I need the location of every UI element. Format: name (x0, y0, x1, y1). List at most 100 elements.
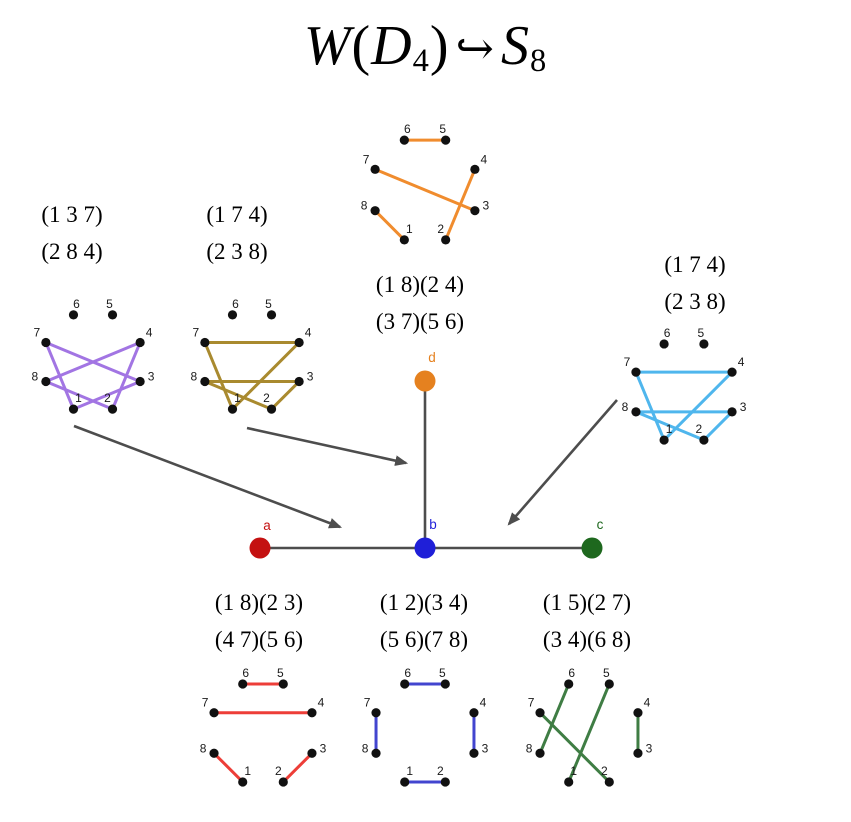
vertex-dot (307, 708, 317, 718)
vertex-label: 7 (202, 696, 209, 710)
vertex-dot (68, 310, 79, 320)
title-part: W (303, 15, 352, 77)
vertex-label: 3 (740, 400, 747, 414)
vertex-label: 7 (363, 152, 370, 166)
vertex-dot (470, 206, 480, 216)
title-part: S (500, 15, 530, 77)
vertex-label: 7 (528, 696, 535, 710)
vertex-dot (68, 404, 79, 414)
vertex-dot (604, 777, 614, 787)
vertex-label: 1 (75, 391, 82, 405)
vertex-dot (200, 337, 210, 348)
vertex-label: 8 (361, 199, 368, 213)
vertex-label: 1 (244, 764, 251, 778)
vertex-dot (440, 679, 450, 689)
permutation-caption: (1 8)(2 3) (215, 590, 303, 615)
graph-edge (71, 380, 142, 411)
vertex-label: 4 (146, 325, 153, 339)
graph-edge (203, 380, 274, 411)
dynkin-node-a (249, 537, 271, 559)
title-part: ) (429, 15, 450, 77)
vertex-dot (200, 376, 210, 387)
vertex-dot (227, 310, 238, 320)
mapping-arrow (507, 399, 618, 526)
figure-title: W(D4)↪S8 (0, 14, 851, 80)
permutation-caption: (3 7)(5 6) (376, 309, 464, 334)
vertex-label: 3 (482, 741, 489, 755)
vertex-dot (238, 679, 248, 689)
permutation-caption: (1 2)(3 4) (380, 590, 468, 615)
vertex-label: 8 (32, 370, 39, 384)
vertex-dot (107, 310, 118, 320)
vertex-dot (135, 337, 145, 348)
vertex-dot (278, 679, 288, 689)
vertex-label: 4 (480, 696, 487, 710)
vertex-label: 8 (362, 741, 369, 755)
vertex-label: 2 (275, 764, 282, 778)
vertex-dot (370, 206, 380, 216)
vertex-dot (441, 235, 451, 245)
vertex-dot (266, 310, 277, 320)
dynkin-node-c (581, 537, 603, 559)
vertex-dot (41, 337, 51, 348)
vertex-dot (727, 367, 737, 377)
vertex-dot (227, 404, 238, 414)
vertex-dot (727, 407, 737, 417)
title-part: 4 (412, 43, 430, 80)
vertex-dot (371, 748, 381, 758)
graph-edge (270, 380, 301, 411)
vertex-label: 2 (696, 422, 703, 436)
vertex-label: 7 (34, 325, 41, 339)
vertex-label: 5 (277, 666, 284, 680)
vertex-dot (699, 339, 709, 349)
vertex-label: 8 (526, 741, 533, 755)
vertex-dot (266, 404, 277, 414)
vertex-dot (633, 708, 643, 718)
vertex-label: 1 (666, 422, 673, 436)
graph-edge (702, 410, 734, 442)
vertex-label: 5 (106, 297, 113, 311)
permutation-caption: (4 7)(5 6) (215, 627, 303, 652)
vertex-dot (399, 235, 409, 245)
vertex-label: 4 (644, 696, 651, 710)
mapping-arrow (73, 424, 343, 529)
graph-edge (203, 340, 234, 411)
graph-edge (538, 682, 571, 755)
vertex-label: 8 (191, 370, 198, 384)
vertex-dot (470, 164, 480, 174)
graph-edge (212, 751, 245, 784)
vertex-dot (371, 708, 381, 718)
vertex-dot (238, 777, 248, 787)
dynkin-node-label-d: d (428, 350, 436, 365)
vertex-label: 7 (193, 325, 200, 339)
permutation-caption: (1 7 4) (206, 202, 267, 227)
vertex-dot (41, 376, 51, 387)
vertex-dot (631, 407, 641, 417)
vertex-label: 7 (364, 696, 371, 710)
permutation-caption: (2 3 8) (664, 289, 725, 314)
graph-edge (373, 167, 477, 213)
vertex-label: 5 (265, 297, 272, 311)
vertex-dot (699, 435, 709, 445)
vertex-label: 4 (318, 696, 325, 710)
permutation-caption: (2 8 4) (41, 239, 102, 264)
vertex-label: 3 (483, 199, 490, 213)
vertex-dot (631, 367, 641, 377)
graph-edge (634, 410, 706, 442)
graph-edge (373, 209, 406, 242)
vertex-label: 4 (305, 325, 312, 339)
mapping-arrow (246, 426, 409, 466)
vertex-label: 2 (104, 391, 111, 405)
permutation-caption: (1 7 4) (664, 252, 725, 277)
vertex-label: 3 (646, 741, 653, 755)
dynkin-node-label-b: b (429, 517, 437, 532)
vertex-label: 5 (603, 666, 610, 680)
vertex-dot (399, 135, 409, 145)
vertex-dot (307, 748, 317, 758)
